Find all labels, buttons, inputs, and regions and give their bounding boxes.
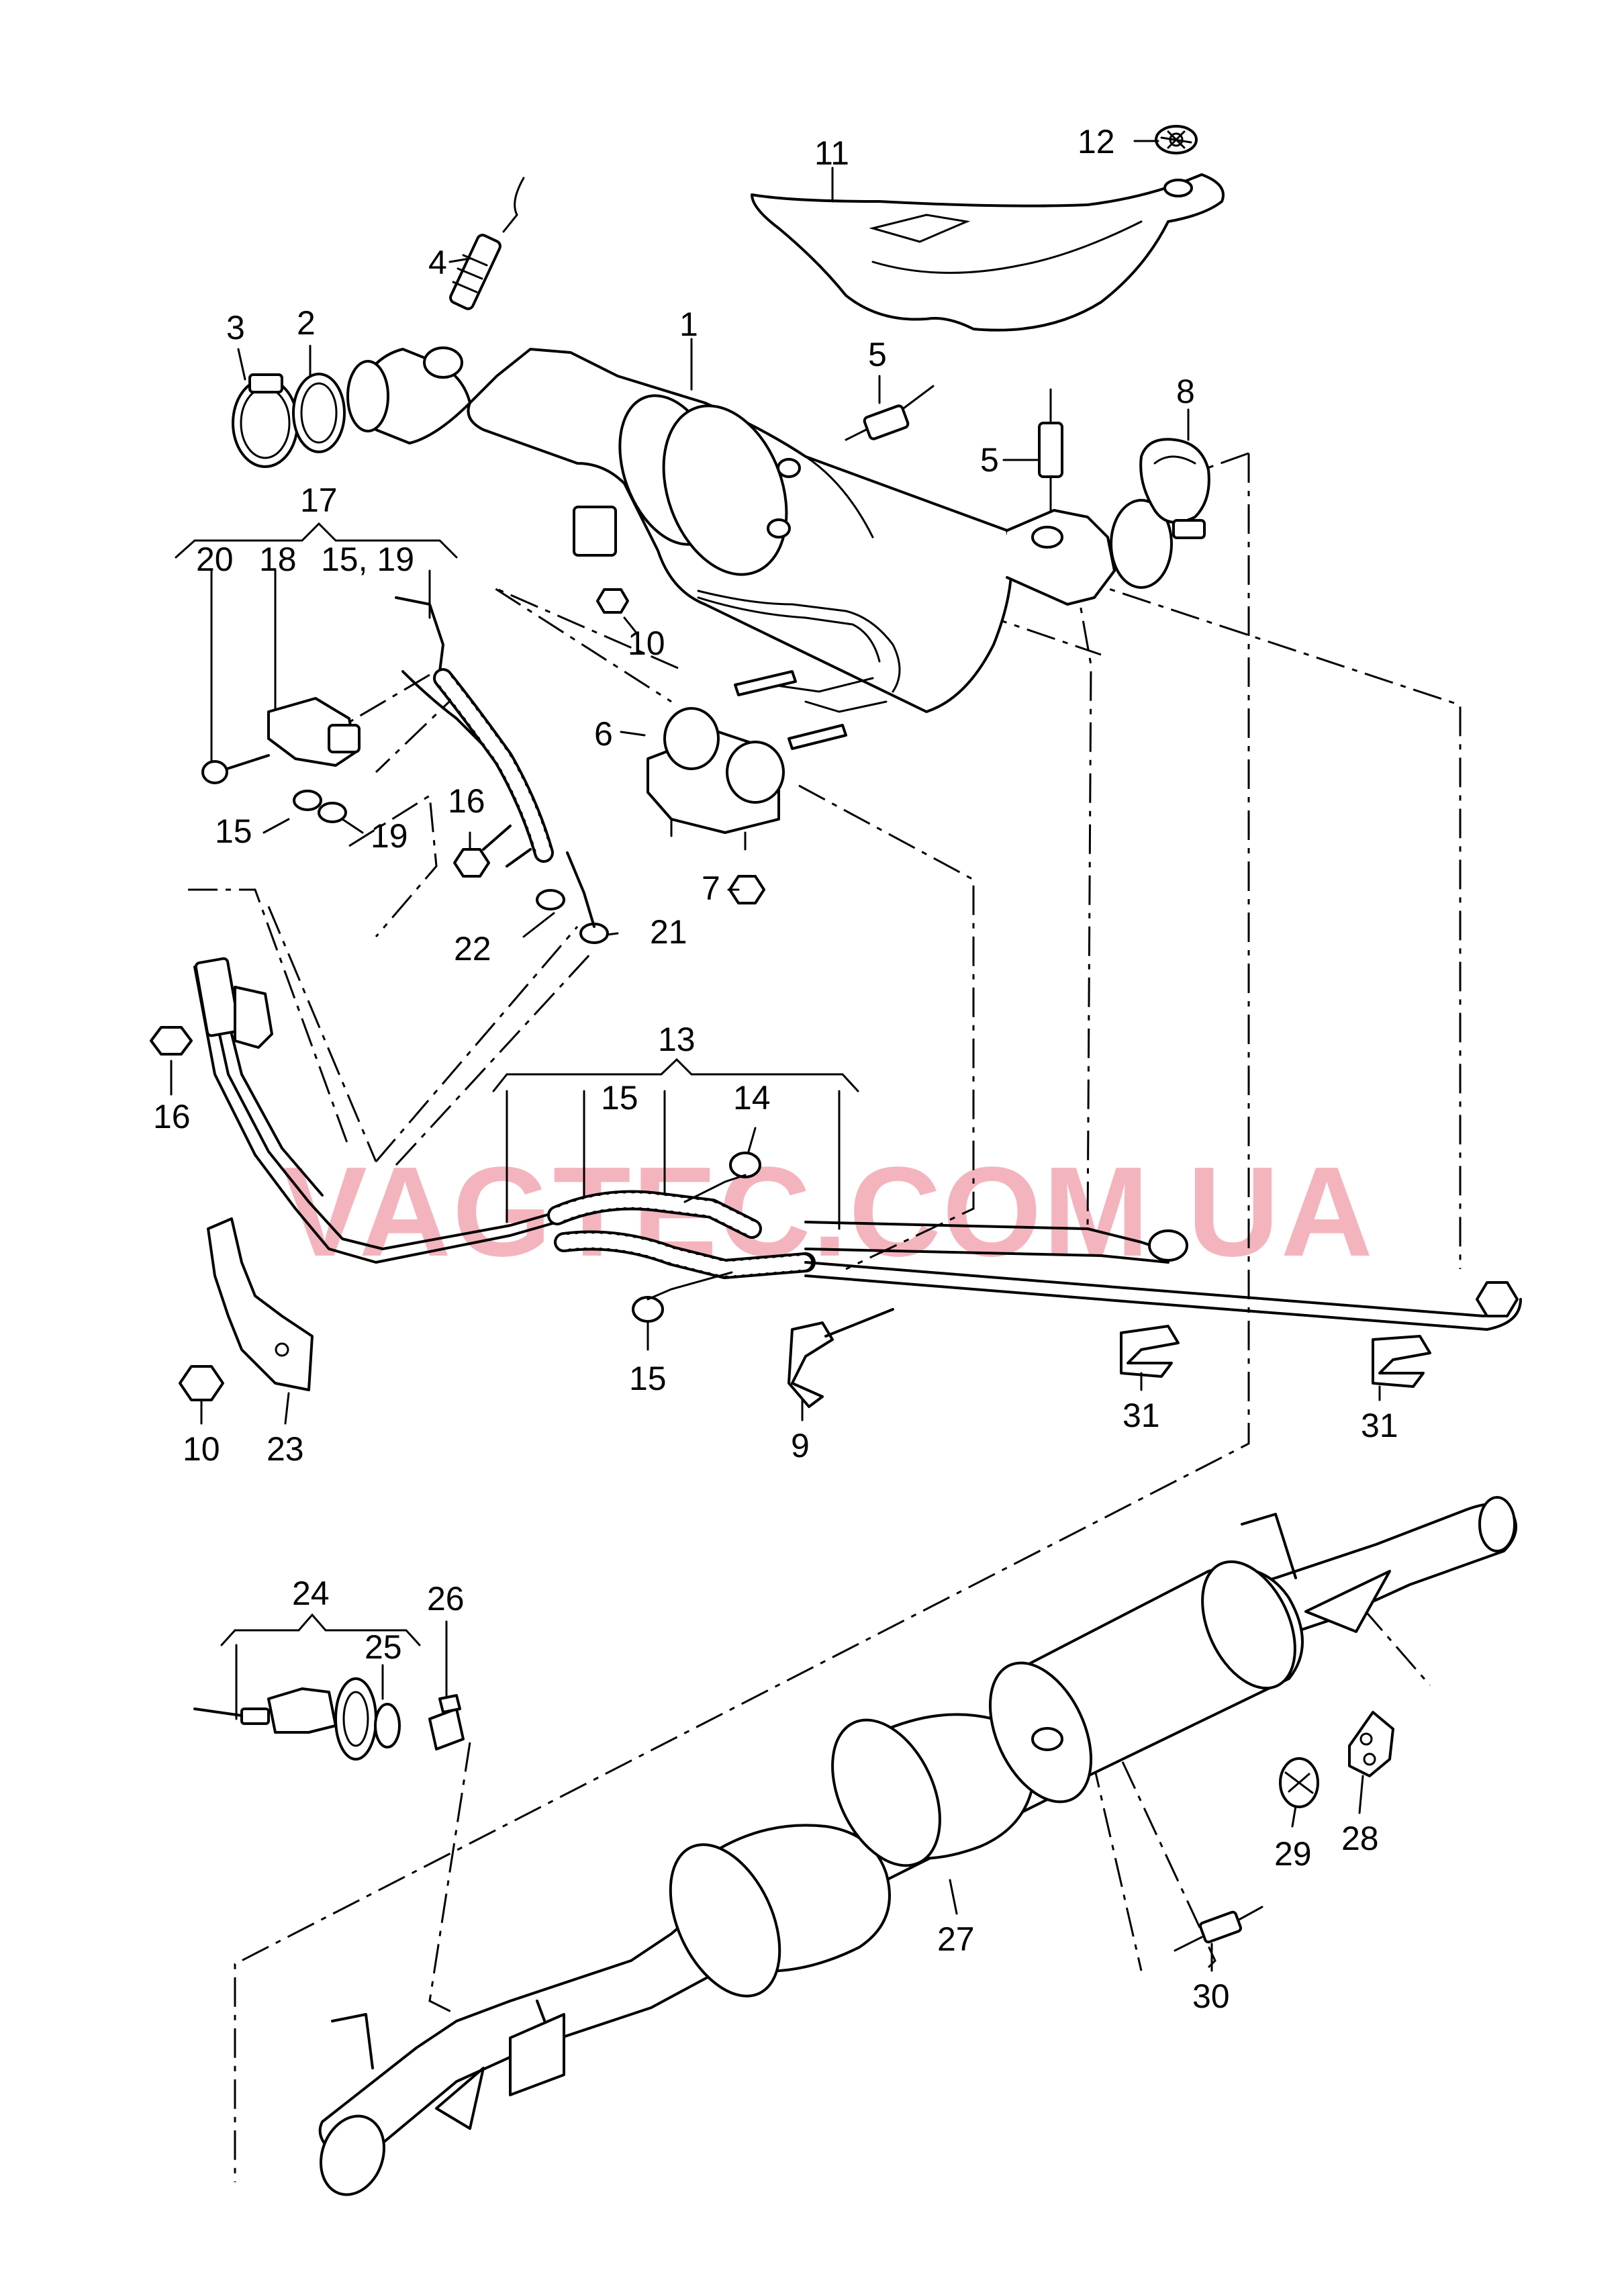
callout-31-left: 31 bbox=[1123, 1397, 1160, 1434]
callout-20: 20 bbox=[196, 541, 234, 578]
callout-5-upper: 5 bbox=[868, 336, 887, 373]
callout-15-19: 15, 19 bbox=[321, 541, 414, 578]
temperature-sensor bbox=[845, 385, 935, 441]
retaining-clip bbox=[1372, 1335, 1431, 1388]
callout-26: 26 bbox=[427, 1580, 465, 1618]
leader-lines bbox=[170, 140, 1381, 1972]
callout-30: 30 bbox=[1192, 1977, 1230, 2015]
particulate-filter bbox=[346, 346, 1173, 713]
callout-15-left: 15 bbox=[215, 812, 252, 850]
rubber-bush bbox=[1279, 1757, 1319, 1808]
nut bbox=[453, 825, 532, 878]
callout-16-left: 16 bbox=[153, 1098, 191, 1135]
pressure-sensor bbox=[267, 697, 361, 767]
callout-21: 21 bbox=[650, 913, 687, 951]
callout-11: 11 bbox=[814, 134, 849, 172]
callout-6: 6 bbox=[594, 715, 613, 753]
callout-10-upper: 10 bbox=[628, 624, 665, 662]
hose-clip bbox=[293, 790, 609, 944]
heat-shield-nut bbox=[1155, 125, 1198, 154]
silencer-assembly bbox=[318, 1496, 1517, 2196]
pressure-line-assembly bbox=[193, 957, 1522, 1331]
pressure-pipe bbox=[395, 596, 595, 928]
callout-15-bottom: 15 bbox=[629, 1360, 667, 1397]
callout-15-mid: 15 bbox=[601, 1079, 638, 1117]
callout-9: 9 bbox=[791, 1427, 810, 1464]
callout-18: 18 bbox=[259, 541, 297, 578]
callout-17: 17 bbox=[300, 481, 338, 519]
callout-7: 7 bbox=[702, 870, 720, 907]
callout-23: 23 bbox=[267, 1430, 304, 1468]
callout-5-lower: 5 bbox=[980, 441, 999, 479]
callout-31-right: 31 bbox=[1361, 1407, 1398, 1444]
callout-10-lower: 10 bbox=[183, 1430, 220, 1468]
nut bbox=[150, 1026, 224, 1401]
exhaust-clamp bbox=[1139, 438, 1210, 539]
clamp bbox=[232, 373, 299, 468]
callout-8: 8 bbox=[1176, 373, 1195, 410]
callout-27: 27 bbox=[937, 1920, 975, 1958]
seal-ring bbox=[292, 373, 346, 453]
callout-1: 1 bbox=[679, 306, 698, 343]
pipe-clip bbox=[787, 1308, 894, 1408]
temperature-sender bbox=[193, 1677, 377, 1761]
heat-shield bbox=[751, 173, 1225, 332]
callout-25: 25 bbox=[365, 1628, 402, 1666]
callout-19: 19 bbox=[371, 817, 408, 855]
mounting-bracket bbox=[207, 1217, 314, 1391]
rubber-mount bbox=[1348, 1711, 1394, 1777]
hose-clip bbox=[428, 1694, 465, 1750]
hose-clip bbox=[632, 1152, 761, 1323]
callout-16-mid: 16 bbox=[448, 782, 485, 820]
support-bracket bbox=[647, 670, 847, 851]
callout-12: 12 bbox=[1078, 123, 1115, 160]
lambda-probe bbox=[449, 177, 525, 310]
temperature-sensor bbox=[1174, 1906, 1263, 1952]
callout-13: 13 bbox=[658, 1021, 696, 1058]
seal-ring bbox=[374, 1703, 401, 1748]
group-brackets bbox=[175, 522, 859, 1720]
temperature-sensor bbox=[1038, 388, 1063, 512]
callout-4: 4 bbox=[428, 244, 447, 281]
callout-3: 3 bbox=[226, 309, 245, 346]
nut bbox=[573, 506, 629, 614]
watermark: VAGTEC.COM.UA bbox=[282, 1141, 1374, 1283]
callout-14: 14 bbox=[733, 1079, 771, 1117]
callout-28: 28 bbox=[1341, 1820, 1379, 1857]
callout-24: 24 bbox=[292, 1575, 330, 1612]
callout-22: 22 bbox=[454, 930, 491, 968]
callout-labels: 1 2 3 4 5 5 6 7 8 9 10 10 11 12 13 14 15… bbox=[153, 123, 1398, 2015]
bolt bbox=[201, 754, 270, 784]
retaining-clip bbox=[1120, 1325, 1180, 1378]
callout-2: 2 bbox=[297, 304, 316, 342]
callout-29: 29 bbox=[1274, 1835, 1312, 1873]
